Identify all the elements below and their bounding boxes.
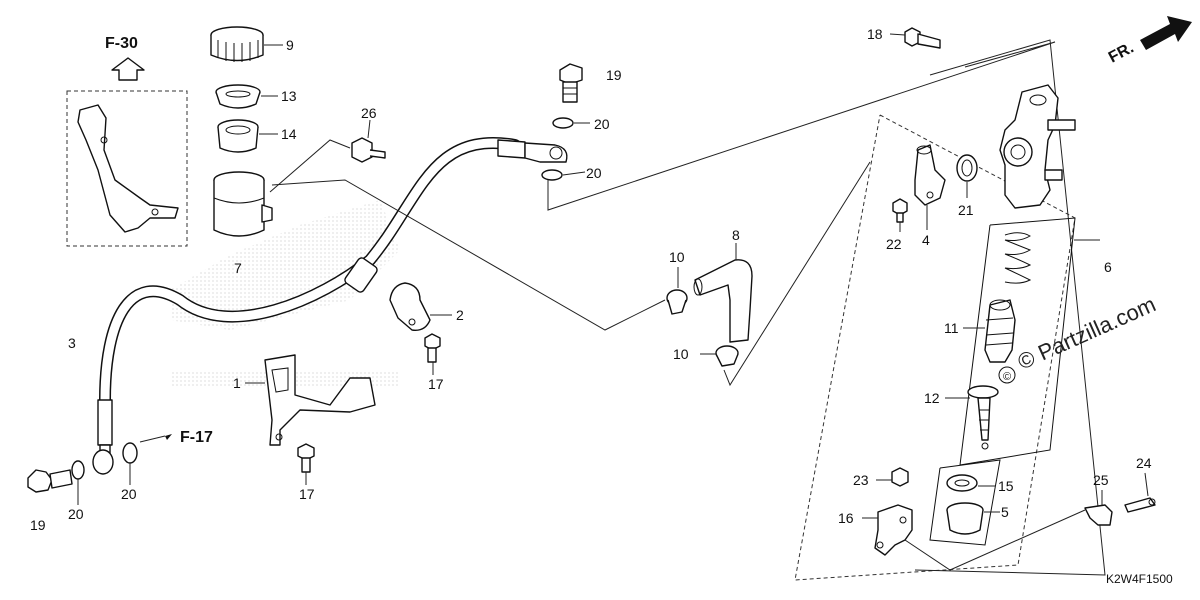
part-label: 14 [281,126,297,142]
part-label: 26 [361,105,377,121]
bolt-17-part [297,443,315,473]
diaphragm-plate-part [215,84,261,109]
diagram-code: K2W4F1500 [1106,572,1173,586]
part-label: 16 [838,510,854,526]
washer-20-part [71,460,85,480]
part-label: 20 [594,116,610,132]
part-label: 8 [732,227,740,243]
hose-clamp-2-part [389,282,431,331]
boot-5-part [946,502,984,535]
part-label: 12 [924,390,940,406]
front-arrow-icon [1140,16,1192,50]
part-label: 11 [944,320,959,336]
cotter-pin-24-part [1124,497,1156,513]
washer-20-part [541,169,563,181]
part-label: 22 [886,236,902,252]
nut-23-part [891,467,909,487]
part-label: 23 [853,472,869,488]
push-rod-12-part [967,385,999,450]
bolt-18-part [904,27,941,49]
ref-label-f17: F-17 [180,429,213,446]
screw-26-part [351,137,386,163]
right-arrow-icon [165,434,172,440]
piston-11-part [984,299,1016,363]
bracket-part [77,104,179,233]
hose-clip-10-part [715,345,739,367]
joint-4-part [914,144,946,206]
master-cylinder-body-part [999,84,1076,209]
reservoir-tank-part [213,171,273,237]
screw-22-part [892,198,908,223]
part-label: 18 [867,26,883,42]
part-label: 19 [30,517,46,533]
part-label: 20 [586,165,602,181]
part-label: 20 [68,506,84,522]
background-shading [170,200,400,330]
part-label: 24 [1136,455,1152,471]
part-label: 17 [428,376,444,392]
part-label: 10 [673,346,689,362]
watermark: © © Partzilla.com [998,291,1160,384]
part-label: 2 [456,307,464,323]
part-label: 25 [1093,472,1109,488]
part-label: 19 [606,67,622,83]
part-label: 9 [286,37,294,53]
bolt-17-part [424,333,441,363]
hose-bracket-1-part [264,354,376,446]
reservoir-cap-part [210,26,264,62]
brake-hose-inner [100,138,520,405]
part-label: 5 [1001,504,1009,520]
joint-hose-8-part [693,259,753,343]
spring-part [1004,232,1032,284]
part-label: 13 [281,88,297,104]
joint-pin-25-part [1084,504,1113,526]
watermark-glyph: © [1003,371,1011,383]
watermark-text: © Partzilla.com [1014,291,1160,374]
part-label: 17 [299,486,315,502]
front-direction-label: FR. [1106,39,1137,66]
up-arrow-icon [111,57,145,81]
hose-clip-10-part [666,289,688,315]
washer-20-part [552,117,574,129]
banjo-fitting-part [92,449,114,475]
banjo-bolt-19-part [559,63,583,103]
diaphragm-part [217,119,259,153]
joint-16-part [874,504,913,556]
part-label: 21 [958,202,974,218]
part-label: 20 [121,486,137,502]
part-label: 1 [233,375,241,391]
part-label: 6 [1104,259,1112,275]
part-label: 4 [922,232,930,248]
boot-ring-15-part [946,474,978,492]
banjo-bolt-19-part [27,469,73,493]
ref-label-f30: F-30 [105,35,138,52]
f30-bracket-box [66,90,188,247]
part-label: 15 [998,478,1014,494]
washer-20-part [122,442,138,464]
part-label: 3 [68,335,76,351]
part-label: 10 [669,249,685,265]
part-label: 7 [234,260,242,276]
o-ring-21-part [956,154,978,182]
